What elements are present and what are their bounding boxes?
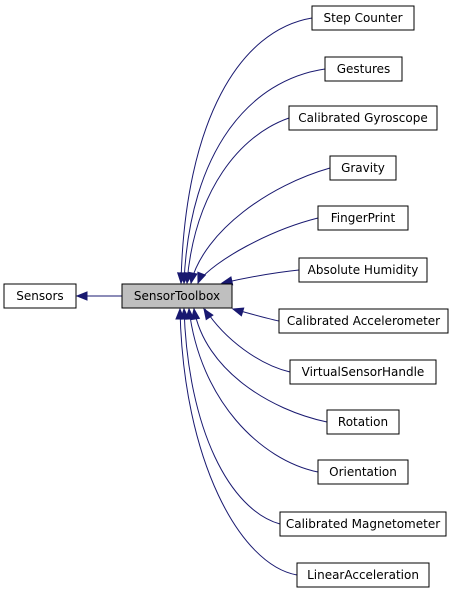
- edge-virtualsensorhandle-to-sensortoolbox-arrowhead: [203, 307, 214, 321]
- edge-gestures-to-sensortoolbox: [183, 68, 326, 283]
- edge-orientation-to-sensortoolbox: [188, 308, 319, 473]
- node-calibrated-accelerometer[interactable]: Calibrated Accelerometer: [278, 308, 449, 334]
- node-absolute-humidity[interactable]: Absolute Humidity: [298, 257, 428, 283]
- edge-gravity-to-sensortoolbox: [190, 167, 331, 283]
- node-fingerprint-label: FingerPrint: [331, 211, 396, 225]
- edge-gravity-to-sensortoolbox-arrowhead: [188, 271, 198, 285]
- node-orientation[interactable]: Orientation: [317, 459, 409, 485]
- node-calibrated-magnetometer-label: Calibrated Magnetometer: [286, 517, 440, 531]
- edge-virtualsensorhandle-to-sensortoolbox: [204, 308, 291, 373]
- node-rotation[interactable]: Rotation: [326, 409, 400, 435]
- edges-layer: [75, 17, 331, 576]
- edge-step-counter-to-sensortoolbox: [180, 17, 313, 283]
- edge-rotation-to-sensortoolbox: [193, 308, 328, 423]
- node-gestures-label: Gestures: [337, 62, 391, 76]
- edge-rotation-to-sensortoolbox-arrowhead: [190, 307, 201, 321]
- node-orientation-label: Orientation: [329, 465, 397, 479]
- edge-linearacceleration-to-sensortoolbox-arrowhead: [175, 307, 185, 320]
- node-absolute-humidity-label: Absolute Humidity: [308, 263, 419, 277]
- node-calibrated-magnetometer[interactable]: Calibrated Magnetometer: [279, 511, 447, 537]
- node-step-counter-label: Step Counter: [323, 11, 402, 25]
- node-gravity-label: Gravity: [341, 161, 385, 175]
- node-sensortoolbox[interactable]: SensorToolbox: [121, 283, 233, 309]
- node-gestures[interactable]: Gestures: [324, 56, 403, 82]
- node-sensortoolbox-label: SensorToolbox: [134, 289, 220, 303]
- node-sensors-label: Sensors: [16, 289, 63, 303]
- node-calibrated-gyroscope[interactable]: Calibrated Gyroscope: [288, 105, 438, 131]
- edge-sensortoolbox-to-sensors-arrowhead: [75, 291, 88, 301]
- node-gravity[interactable]: Gravity: [329, 155, 397, 181]
- node-calibrated-accelerometer-label: Calibrated Accelerometer: [287, 314, 440, 328]
- edge-absolute-humidity-to-sensortoolbox: [222, 269, 300, 284]
- node-linearacceleration-label: LinearAcceleration: [307, 568, 419, 582]
- node-virtualsensorhandle-label: VirtualSensorHandle: [302, 365, 425, 379]
- node-virtualsensorhandle[interactable]: VirtualSensorHandle: [289, 359, 437, 385]
- edge-calibrated-gyroscope-to-sensortoolbox: [186, 117, 290, 283]
- edge-linearacceleration-to-sensortoolbox: [179, 308, 298, 576]
- edge-calibrated-magnetometer-to-sensortoolbox: [183, 308, 281, 525]
- edge-fingerprint-to-sensortoolbox-arrowhead: [197, 271, 207, 285]
- node-sensors[interactable]: Sensors: [3, 283, 77, 309]
- edge-calibrated-accelerometer-to-sensortoolbox-arrowhead: [231, 307, 245, 317]
- edge-fingerprint-to-sensortoolbox: [197, 217, 319, 283]
- node-fingerprint[interactable]: FingerPrint: [317, 205, 409, 231]
- node-calibrated-gyroscope-label: Calibrated Gyroscope: [298, 111, 427, 125]
- node-rotation-label: Rotation: [338, 415, 388, 429]
- node-linearacceleration[interactable]: LinearAcceleration: [296, 562, 430, 588]
- node-step-counter[interactable]: Step Counter: [311, 5, 415, 31]
